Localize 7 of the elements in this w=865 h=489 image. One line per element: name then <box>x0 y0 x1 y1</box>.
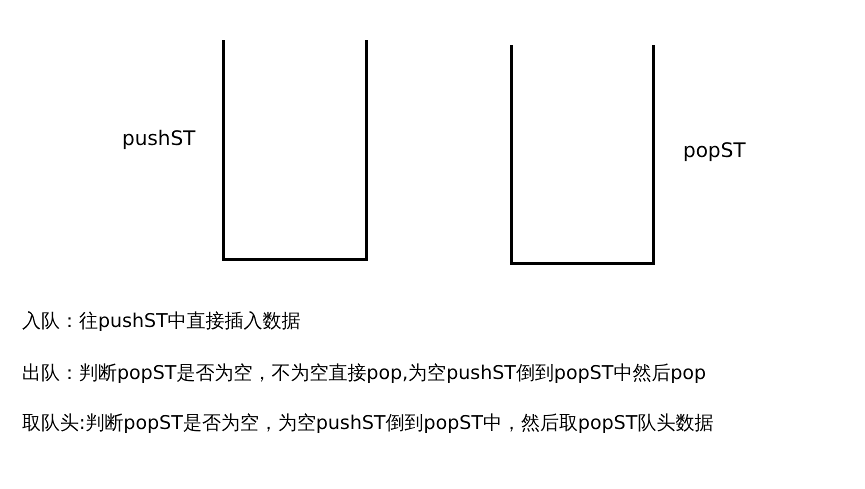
stack-label: popST <box>683 138 746 162</box>
note-text: 入队：往pushST中直接插入数据 <box>22 309 301 334</box>
note-text: 出队：判断popST是否为空，不为空直接pop,为空pushST倒到popST中然后pop <box>22 361 706 386</box>
note-text: 取队头:判断popST是否为空，为空pushST倒到popST中，然后取popST队头数据 <box>22 411 714 436</box>
stack-label: pushST <box>122 126 196 150</box>
stack-container <box>222 40 368 261</box>
stack-container <box>510 45 655 265</box>
